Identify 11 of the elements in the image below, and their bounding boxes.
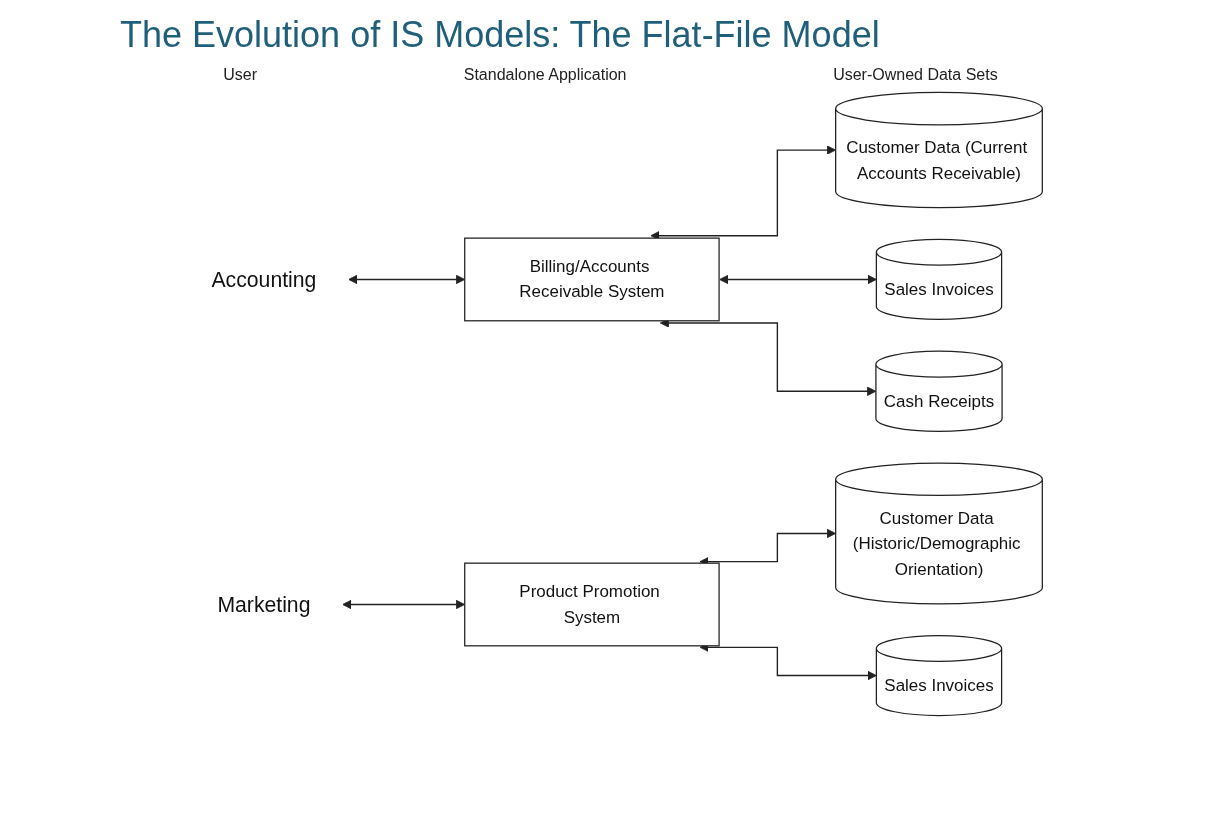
column-heading: Standalone Application bbox=[463, 66, 627, 84]
node-text: Accounting bbox=[210, 267, 316, 292]
column-heading: User-Owned Data Sets bbox=[833, 66, 998, 84]
column-heading: User bbox=[223, 66, 258, 84]
node-text: Marketing bbox=[216, 592, 310, 617]
title: The Evolution of IS Models: The Flat-File Model bbox=[120, 14, 881, 56]
arrow bbox=[341, 599, 465, 610]
arrow bbox=[718, 274, 877, 285]
node-box: Product Promotion System bbox=[463, 562, 720, 647]
node-box: Billing/Accounts Receivable System bbox=[463, 237, 720, 322]
arrow bbox=[347, 274, 465, 285]
